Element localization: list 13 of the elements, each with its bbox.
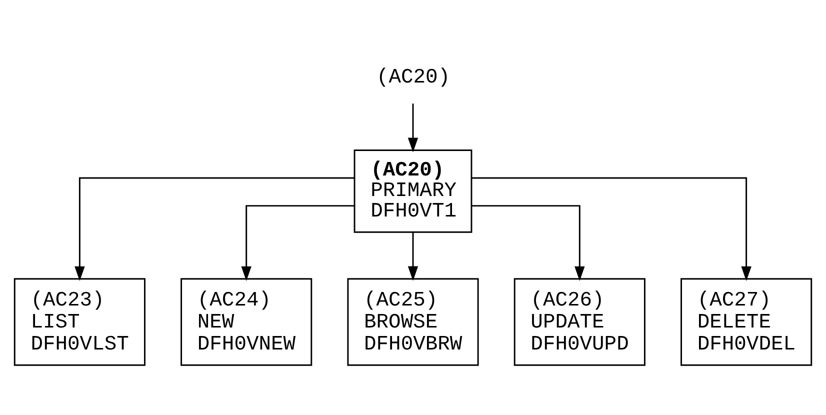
node-box: (AC27) DELETE DFH0VDEL [680,278,812,366]
node-box: (AC20) PRIMARY DFH0VT1 [354,149,472,232]
node-text: (AC20) [376,66,450,90]
arrow [241,204,354,280]
node-box: (AC26) UPDATE DFH0VUPD [514,278,646,366]
arrow [472,204,585,280]
node-box: (AC24) NEW DFH0VNEW [180,278,312,366]
arrow [408,232,418,280]
arrow [74,176,354,281]
node-box: (AC25) BROWSE DFH0VBRW [347,278,479,366]
arrow [408,103,418,152]
arrow [472,176,752,281]
node-box: (AC23) LIST DFH0VLST [14,278,146,366]
